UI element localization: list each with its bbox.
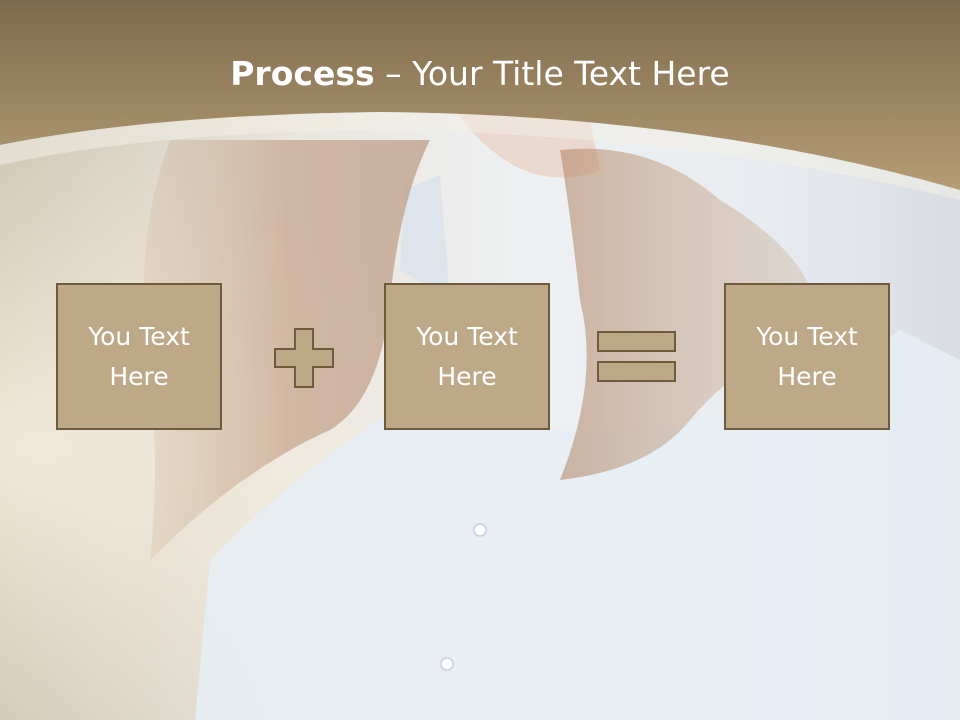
text-box-3: You Text Here [724,283,890,430]
plus-icon [274,328,334,388]
title-rest: Your Title Text Here [412,54,730,93]
text-box-2: You Text Here [384,283,550,430]
title-bold: Process [230,54,375,93]
equals-icon [597,331,676,382]
text-box-1-label: You Text Here [88,321,190,391]
text-box-3-label: You Text Here [756,321,858,391]
text-box-1: You Text Here [56,283,222,430]
title-dash: – [374,54,413,93]
header-banner [0,0,960,200]
text-box-2-label: You Text Here [416,321,518,391]
slide-title: Process – Your Title Text Here [0,52,960,96]
